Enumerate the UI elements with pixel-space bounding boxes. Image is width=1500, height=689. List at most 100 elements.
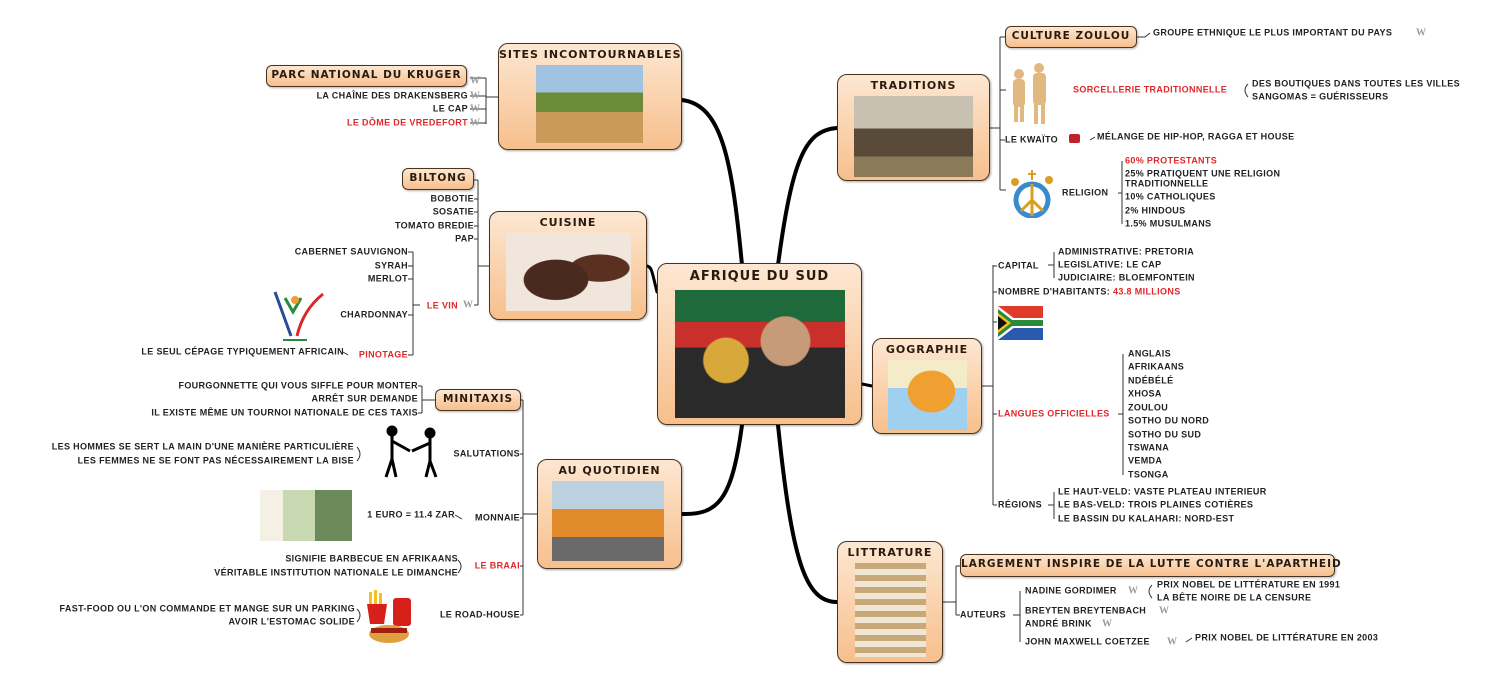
religion-item[interactable]: 10% CATHOLIQUES <box>1125 191 1216 202</box>
langue-item[interactable]: SOTHO DU NORD <box>1128 415 1210 426</box>
wikipedia-icon[interactable]: W <box>1128 585 1138 597</box>
braai-item[interactable]: SIGNIFIE BARBECUE EN AFRIKAANS <box>285 553 458 564</box>
subtopic-parc-kruger[interactable]: PARC NATIONAL DU KRUGER <box>266 65 467 87</box>
subtopic-minitaxis[interactable]: MINITAXIS <box>435 389 521 411</box>
subtopic-lutte-apartheid[interactable]: LARGEMENT INSPIRE DE LA LUTTE CONTRE L'A… <box>960 554 1341 577</box>
salutations-node[interactable]: SALUTATIONS <box>453 448 520 459</box>
central-topic-afrique-du-sud[interactable]: AFRIQUE DU SUD <box>657 263 862 425</box>
zoulou-note[interactable]: GROUPE ETHNIQUE LE PLUS IMPORTANT DU PAY… <box>1153 27 1393 38</box>
langue-item[interactable]: SOTHO DU SUD <box>1128 429 1202 440</box>
braai-item[interactable]: VÉRITABLE INSTITUTION NATIONALE LE DIMAN… <box>214 567 458 578</box>
wine-item[interactable]: CABERNET SAUVIGNON <box>294 246 408 257</box>
wikipedia-icon[interactable]: W <box>1167 636 1177 648</box>
banknote-image <box>260 490 352 541</box>
author-item[interactable]: ANDRÉ BRINK <box>1025 618 1092 629</box>
wikipedia-icon[interactable]: W <box>470 117 480 129</box>
roadhouse-item[interactable]: FAST-FOOD OU L'ON COMMANDE ET MANGE SUR … <box>59 603 355 614</box>
regions-node[interactable]: RÉGIONS <box>998 499 1042 510</box>
langue-item[interactable]: TSONGA <box>1128 469 1169 480</box>
region-item[interactable]: LE HAUT-VELD: VASTE PLATEAU INTERIEUR <box>1058 486 1267 497</box>
topic-sites-incontournables[interactable]: SITES INCONTOURNABLES <box>498 43 682 150</box>
gordimer-note[interactable]: LA BÊTE NOIRE DE LA CENSURE <box>1157 592 1312 603</box>
exchange-rate[interactable]: 1 EURO = 11.4 ZAR <box>367 509 455 520</box>
dish-item[interactable]: PAP <box>455 233 474 244</box>
coetzee-note[interactable]: PRIX NOBEL DE LITTÉRATURE EN 2003 <box>1195 632 1379 643</box>
wine-item[interactable]: SYRAH <box>374 260 408 271</box>
minitaxi-item[interactable]: FOURGONNETTE QUI VOUS SIFFLE POUR MONTER <box>178 380 418 391</box>
capital-item[interactable]: LEGISLATIVE: LE CAP <box>1058 259 1162 270</box>
author-item[interactable]: NADINE GORDIMER <box>1025 585 1117 596</box>
religion-item[interactable]: 1.5% MUSULMANS <box>1125 218 1212 229</box>
religion-item[interactable]: 2% HINDOUS <box>1125 205 1186 216</box>
langue-item[interactable]: ZOULOU <box>1128 402 1169 413</box>
habitants-node[interactable]: NOMBRE D'HABITANTS: 43.8 MILLIONS <box>998 287 1181 298</box>
subtopic-biltong[interactable]: BILTONG <box>402 168 474 190</box>
youtube-icon[interactable] <box>1069 134 1080 143</box>
wikipedia-icon[interactable]: W <box>1159 605 1169 617</box>
kwaito-note[interactable]: MÉLANGE DE HIP-HOP, RAGGA ET HOUSE <box>1097 131 1295 142</box>
topic-cuisine[interactable]: CUISINE <box>489 211 647 320</box>
site-item[interactable]: LA CHAÎNE DES DRAKENSBERG <box>316 90 468 101</box>
langue-item[interactable]: NDÉBÉLÉ <box>1128 375 1174 386</box>
wine-node[interactable]: LE VIN <box>426 300 458 311</box>
wine-item-pinotage[interactable]: PINOTAGE <box>358 349 408 360</box>
wikipedia-icon[interactable]: W <box>470 75 480 87</box>
sorcellerie-item[interactable]: SANGOMAS = GUÉRISSEURS <box>1252 91 1389 102</box>
minitaxi-item[interactable]: IL EXISTE MÊME UN TOURNOI NATIONALE DE C… <box>151 407 418 418</box>
sorcellerie-node[interactable]: SORCELLERIE TRADITIONNELLE <box>1073 84 1228 95</box>
kwaito-node[interactable]: LE KWAÏTO <box>1005 134 1058 145</box>
wine-logo-icon <box>273 291 324 341</box>
capital-item[interactable]: JUDICIAIRE: BLOEMFONTEIN <box>1058 272 1195 283</box>
religion-item[interactable]: TRADITIONNELLE <box>1125 178 1209 189</box>
topic-title: SITES INCONTOURNABLES <box>499 48 682 61</box>
salutations-item[interactable]: LES HOMMES SE SERT LA MAIN D'UNE MANIÈRE… <box>51 441 354 452</box>
region-item[interactable]: LE BASSIN DU KALAHARI: NORD-EST <box>1058 513 1235 524</box>
author-item[interactable]: JOHN MAXWELL COETZEE <box>1025 636 1150 647</box>
auteurs-node[interactable]: AUTEURS <box>960 609 1006 620</box>
giraffes-photo <box>536 65 643 143</box>
religion-node[interactable]: RELIGION <box>1062 187 1109 198</box>
langue-item[interactable]: AFRIKAANS <box>1128 361 1185 372</box>
author-item[interactable]: BREYTEN BREYTENBACH <box>1025 605 1147 616</box>
religion-item[interactable]: 60% PROTESTANTS <box>1125 155 1218 166</box>
wikipedia-icon[interactable]: W <box>470 90 480 102</box>
braai-node[interactable]: LE BRAAI <box>474 560 520 571</box>
topic-geographie[interactable]: GOGRAPHIE <box>872 338 982 434</box>
salutations-item[interactable]: LES FEMMES NE SE FONT PAS NÉCESSAIREMENT… <box>77 455 354 466</box>
region-item[interactable]: LE BAS-VELD: TROIS PLAINES COTIÈRES <box>1058 499 1254 510</box>
gordimer-note[interactable]: PRIX NOBEL DE LITTÉRATURE EN 1991 <box>1157 579 1341 590</box>
roadhouse-node[interactable]: LE ROAD-HOUSE <box>439 609 520 620</box>
wikipedia-icon[interactable]: W <box>470 103 480 115</box>
dish-item[interactable]: TOMATO BREDIE <box>394 220 474 231</box>
religion-item[interactable]: 25% PRATIQUENT UNE RELIGION <box>1125 168 1281 179</box>
langue-item[interactable]: VEMDA <box>1128 455 1163 466</box>
dish-item[interactable]: BOBOTIE <box>430 193 474 204</box>
subtopic-culture-zoulou[interactable]: CULTURE ZOULOU <box>1005 26 1137 48</box>
wine-item[interactable]: CHARDONNAY <box>340 309 408 320</box>
topic-title: TRADITIONS <box>870 79 957 92</box>
topic-au-quotidien[interactable]: AU QUOTIDIEN <box>537 459 682 569</box>
capital-node[interactable]: CAPITAL <box>998 260 1039 271</box>
wikipedia-icon[interactable]: W <box>463 299 473 311</box>
langue-item[interactable]: ANGLAIS <box>1128 348 1171 359</box>
pinotage-note[interactable]: LE SEUL CÉPAGE TYPIQUEMENT AFRICAIN <box>141 346 344 357</box>
capital-item[interactable]: ADMINISTRATIVE: PRETORIA <box>1058 246 1195 257</box>
wikipedia-icon[interactable]: W <box>1416 27 1426 39</box>
habitants-label: NOMBRE D'HABITANTS: <box>998 286 1111 297</box>
langues-node[interactable]: LANGUES OFFICIELLES <box>998 408 1110 419</box>
dish-item[interactable]: SOSATIE <box>432 206 474 217</box>
roadhouse-item[interactable]: AVOIR L'ESTOMAC SOLIDE <box>228 616 355 627</box>
topic-traditions[interactable]: TRADITIONS <box>837 74 990 181</box>
langue-item[interactable]: TSWANA <box>1128 442 1170 453</box>
langue-item[interactable]: XHOSA <box>1128 388 1162 399</box>
wine-item[interactable]: MERLOT <box>367 273 408 284</box>
topic-title: AU QUOTIDIEN <box>558 464 661 477</box>
monnaie-node[interactable]: MONNAIE <box>475 512 520 523</box>
minitaxi-item[interactable]: ARRÊT SUR DEMANDE <box>311 393 418 404</box>
topic-litterature[interactable]: LITTRATURE <box>837 541 943 663</box>
site-item[interactable]: LE DÔME DE VREDEFORT <box>346 117 468 128</box>
sorcellerie-item[interactable]: DES BOUTIQUES DANS TOUTES LES VILLES <box>1252 78 1460 89</box>
wikipedia-icon[interactable]: W <box>1102 618 1112 630</box>
site-item[interactable]: LE CAP <box>432 103 468 114</box>
